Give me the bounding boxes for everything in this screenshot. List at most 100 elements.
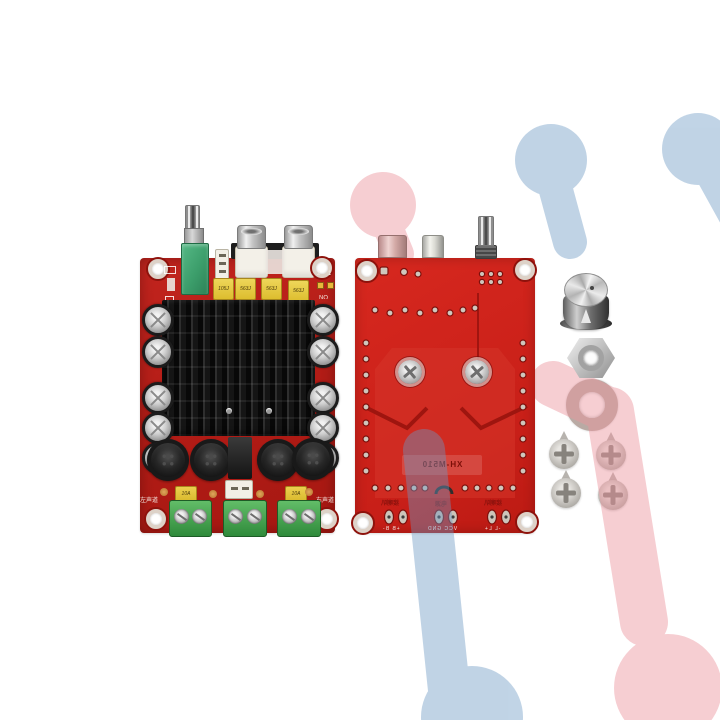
screw-tip (559, 431, 569, 441)
jumper-component (434, 485, 454, 495)
mounting-hole (312, 258, 332, 278)
rca-jack-right-barrel (284, 225, 313, 249)
supply-pin-label: VCC GND (427, 526, 458, 532)
potentiometer-bushing-back (475, 245, 497, 259)
electrolytic-capacitor (142, 336, 174, 368)
ceramic-capacitor (160, 488, 168, 496)
inductor (147, 439, 189, 481)
potentiometer-shaft-back (478, 216, 494, 246)
terminal-screw (228, 509, 243, 524)
washer (566, 379, 618, 431)
speaker-label-left: 接喇叭 (381, 501, 400, 507)
heatsink (162, 300, 315, 436)
volume-knob (560, 273, 612, 331)
mounting-hole (146, 509, 166, 529)
dip-on-label: ON (319, 293, 328, 299)
ceramic-capacitor (256, 490, 264, 498)
knob-pointer (581, 309, 591, 323)
power-terminal (223, 500, 267, 537)
capacitor-marking: 563J (266, 286, 277, 292)
screw (551, 470, 581, 508)
film-capacitor: 105J (213, 278, 234, 300)
hex-nut (567, 338, 615, 378)
rca-jack-white-back (422, 235, 444, 258)
solder-pads (362, 263, 527, 492)
heatsink-screw (226, 408, 232, 414)
fuse-marking: 10A (291, 491, 301, 497)
electrolytic-capacitor (142, 304, 174, 336)
signal-connector (215, 249, 229, 280)
capacitor-marking: 563J (293, 288, 304, 294)
smd-component (167, 278, 175, 291)
screw-head (549, 439, 579, 469)
inductor (190, 439, 232, 481)
heatsink-screw (266, 408, 272, 414)
capacitor-marking: 563J (240, 286, 251, 292)
terminal-screw (282, 509, 297, 524)
knob-top (564, 273, 608, 307)
blue-pin-topright (662, 113, 720, 223)
screw-head (596, 440, 626, 470)
screw-tip (561, 470, 571, 480)
rca-jack-left-barrel (237, 225, 266, 249)
electrolytic-capacitor (307, 336, 339, 368)
terminal-screw (192, 509, 207, 524)
amplifier-board-back: XH-M510 接喇叭 电源 接喇叭 +B B- VCC GND -L L+ (353, 216, 537, 533)
screw (549, 431, 579, 469)
heatsink-screw-back (465, 360, 489, 384)
speaker-terminal-left (169, 500, 212, 537)
film-capacitor: 563J (261, 278, 282, 300)
mounting-hole (515, 260, 535, 280)
screw-tip (606, 432, 616, 442)
potentiometer-shaft (185, 205, 200, 229)
rca-jack-right-body (282, 246, 315, 278)
terminal-pad-centers (387, 515, 508, 519)
screw-head (598, 480, 628, 510)
rca-bridge (266, 250, 284, 274)
power-component (228, 437, 252, 479)
nut-hole (578, 345, 604, 371)
terminal-screw (174, 509, 189, 524)
mounting-hole (357, 261, 377, 281)
terminal-screw (301, 509, 316, 524)
screw (596, 432, 626, 470)
left-channel-label: 左声道 (140, 498, 159, 504)
model-label: XH-M510 (402, 455, 482, 475)
film-capacitor: 563J (288, 280, 309, 302)
dip-channel-numbers: 2 1 (317, 271, 335, 277)
blue-pin-mid (515, 124, 587, 259)
silkscreen-outline (164, 266, 176, 274)
speaker-terminal-right (277, 500, 321, 537)
trace-chevrons (362, 404, 528, 431)
amplifier-board-front: 105J 563J 563J 563J 2 1 ON (140, 205, 339, 537)
fuse-marking: 10A (181, 491, 191, 497)
speaker-pin-label: -L L+ (484, 526, 501, 532)
mounting-hole (148, 259, 168, 279)
power-label: 电源 (435, 502, 448, 508)
inductor (292, 438, 334, 480)
mounting-hole (517, 512, 537, 532)
capacitor-marking: 105J (218, 286, 229, 292)
battery-pin-label: +B B- (382, 526, 400, 532)
screw-tip (608, 472, 618, 482)
power-connector (225, 480, 253, 499)
rca-jack-red-back (378, 235, 407, 258)
screw-head (551, 478, 581, 508)
screw (598, 472, 628, 510)
terminal-screw (247, 509, 262, 524)
ceramic-capacitor (305, 488, 313, 496)
speaker-label-right: 接喇叭 (484, 501, 503, 507)
electrolytic-capacitor (307, 304, 339, 336)
dip-switch (327, 282, 334, 289)
potentiometer-body (181, 243, 209, 295)
film-capacitor: 563J (235, 278, 256, 300)
ceramic-capacitor (209, 490, 217, 498)
mounting-hole (353, 513, 373, 533)
knob-index-dot (590, 286, 594, 290)
rca-jack-left-body (235, 246, 268, 278)
electrolytic-capacitor (307, 382, 339, 414)
dip-switch (317, 282, 324, 289)
pcb-traces-and-pads (362, 263, 528, 525)
right-channel-label: 右声道 (316, 498, 335, 504)
